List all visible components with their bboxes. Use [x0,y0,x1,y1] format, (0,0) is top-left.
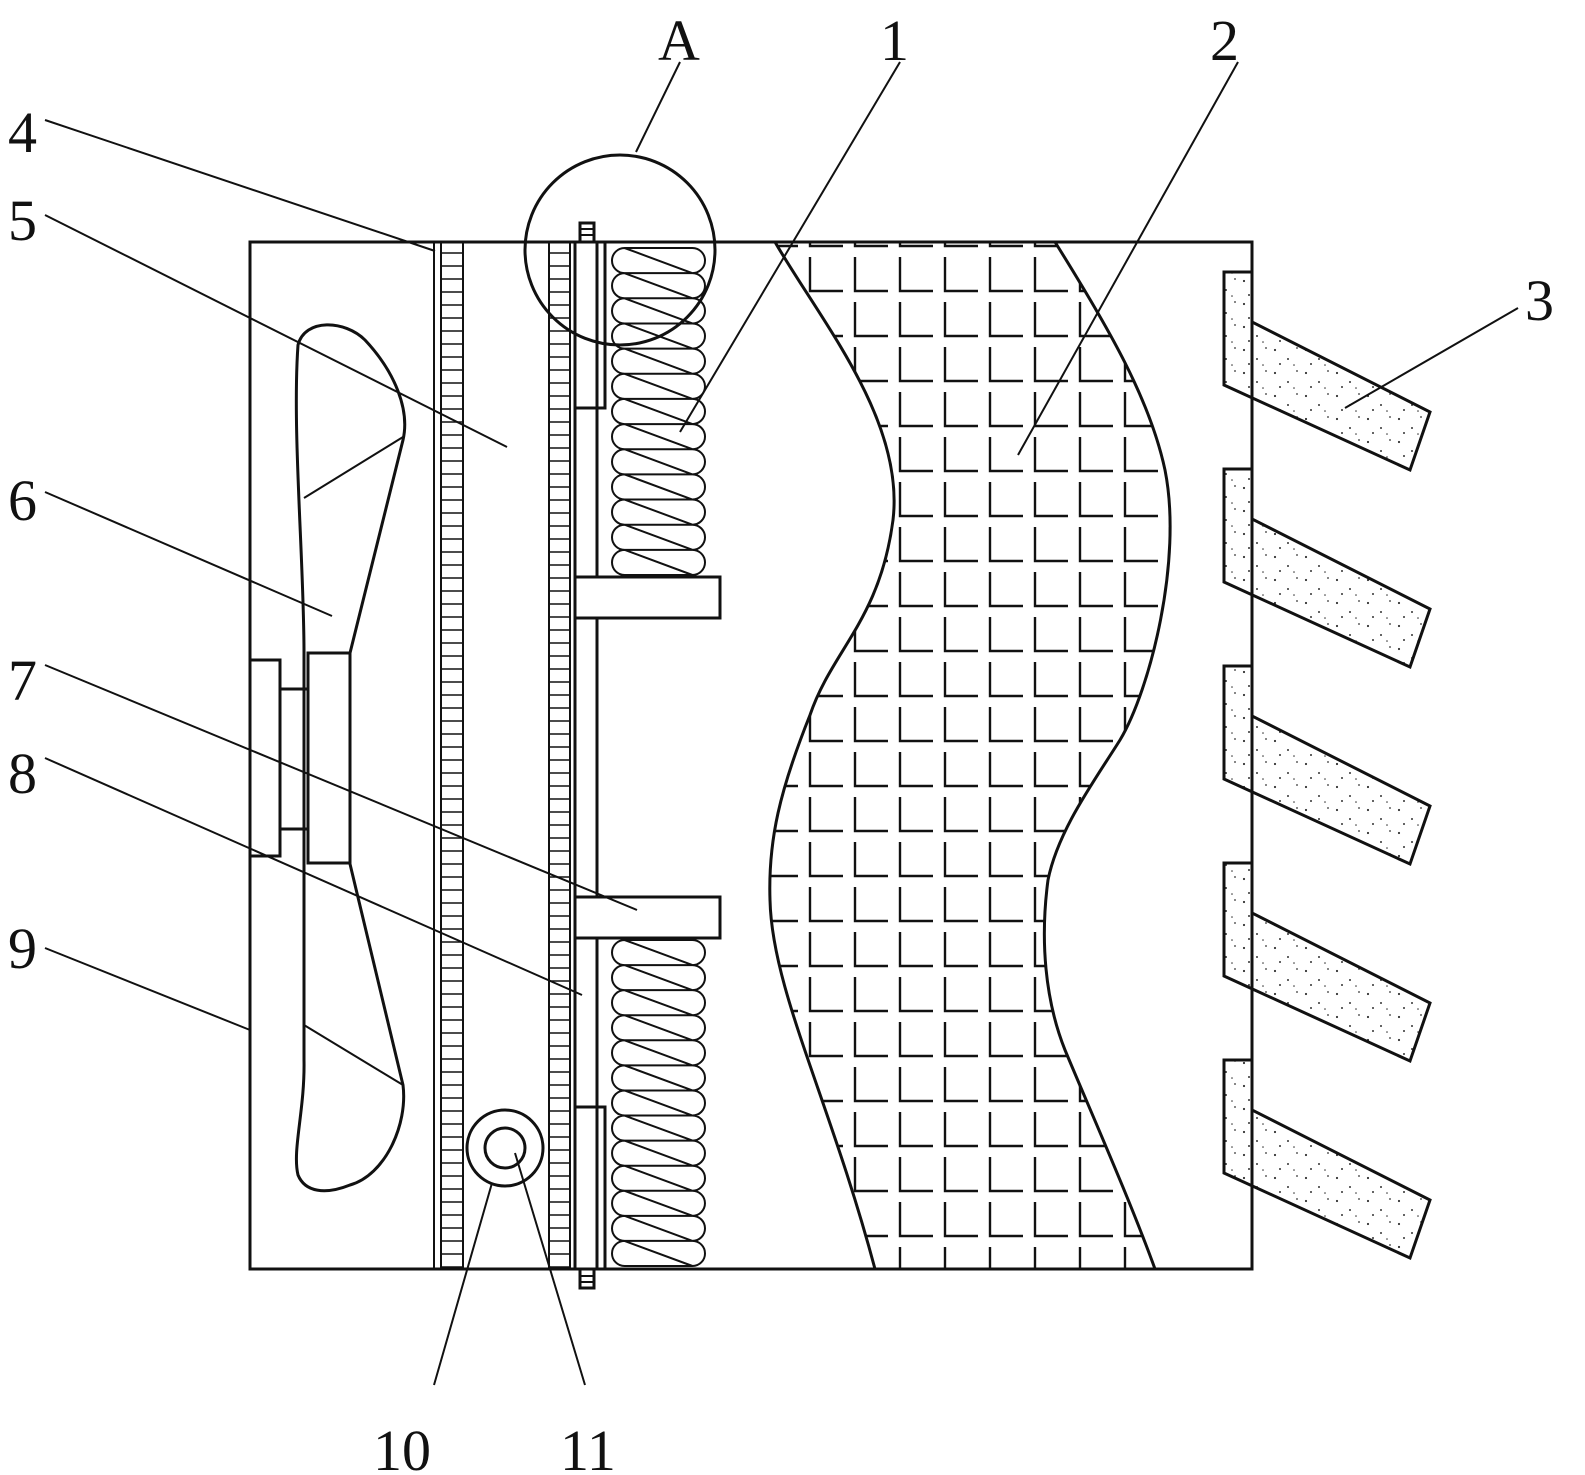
upper-spring [611,247,706,576]
leader-8 [44,757,583,996]
label-11: 11 [560,1418,616,1475]
louvre-blade [1222,467,1432,670]
fan-hub [306,651,352,865]
leader-3 [1344,307,1519,409]
motor-mount [248,658,282,858]
leader-2 [1017,61,1239,456]
right-ladder-strip-fill [549,242,571,1269]
label-6: 6 [8,468,37,533]
left-ladder-strip-fill [440,242,464,1269]
fan-blade-inner-top [303,436,404,499]
louvre-blade [1222,270,1432,473]
label-7: 7 [8,648,37,713]
fan-blade [294,323,407,1193]
leader-9 [44,947,251,1031]
label-2: 2 [1210,8,1239,73]
fan-blade-inner-bottom [303,1024,404,1086]
leader-4 [44,119,436,252]
leader-5 [44,214,508,448]
leader-10 [433,1182,493,1386]
lower-slider-plate [573,895,722,940]
label-4: 4 [8,100,37,165]
louvre-blade [1222,861,1432,1064]
label-5: 5 [8,188,37,253]
leader-A [635,61,681,153]
roller-outer [465,1108,545,1188]
lower-spring [611,939,706,1267]
louvre-blade [1222,664,1432,867]
label-3: 3 [1525,268,1554,333]
slide-rod-lower-sleeve [573,1105,607,1271]
roller-inner [483,1126,527,1170]
slide-rod [573,240,599,1271]
upper-slider-plate [573,575,722,620]
louvre-group [1222,270,1432,1261]
label-9: 9 [8,916,37,981]
slide-rod-upper-sleeve [573,240,607,410]
motor-shaft [278,687,310,831]
label-8: 8 [8,741,37,806]
bottom-bolt [578,1267,596,1290]
leader-7 [44,664,638,911]
detail-circle-A [523,153,717,347]
label-1: 1 [880,8,909,73]
louvre-blade [1222,1058,1432,1261]
leader-1 [679,61,901,433]
top-bolt [578,221,596,244]
leader-11 [514,1152,586,1386]
label-10: 10 [373,1418,431,1475]
leader-6 [44,491,333,617]
label-A: A [658,8,700,73]
filter-screen [768,240,1172,1271]
